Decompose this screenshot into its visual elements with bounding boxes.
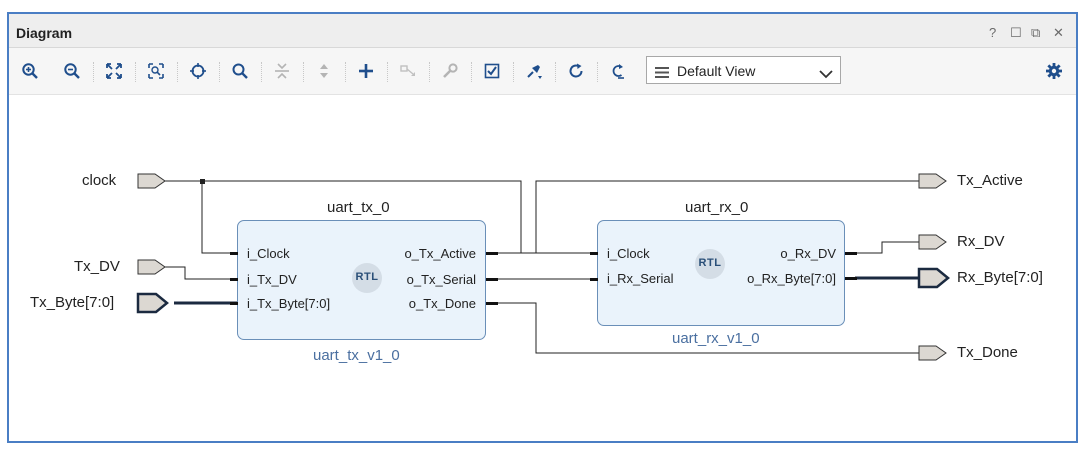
- zoom-fit-icon[interactable]: [103, 60, 125, 82]
- port-tx-active-shape: [918, 173, 947, 189]
- pin-stub: [845, 252, 857, 255]
- pin-label[interactable]: i_Tx_Byte[7:0]: [247, 296, 331, 311]
- view-select[interactable]: Default View: [646, 56, 841, 84]
- port-clock-shape: [137, 173, 166, 189]
- port-tx-done[interactable]: Tx_Done: [957, 344, 1018, 361]
- expand-icon[interactable]: [313, 60, 335, 82]
- add-icon[interactable]: [355, 60, 377, 82]
- port-tx-dv-shape: [137, 259, 166, 275]
- block-instance-name: uart_tx_0: [327, 199, 390, 216]
- pin-label[interactable]: o_Rx_DV: [780, 246, 836, 261]
- wire-junction: [200, 179, 205, 184]
- zoom-out-icon[interactable]: [61, 60, 83, 82]
- pin-stub: [230, 252, 238, 255]
- pin-stub: [230, 302, 238, 305]
- pin-label[interactable]: o_Tx_Active: [404, 246, 476, 261]
- float-icon[interactable]: ⧉: [1031, 25, 1041, 40]
- pin-label[interactable]: i_Rx_Serial: [607, 271, 674, 286]
- wires: [136, 173, 950, 361]
- block-uart-tx[interactable]: i_Clock i_Tx_DV i_Tx_Byte[7:0] o_Tx_Acti…: [230, 220, 498, 340]
- pin-stub: [486, 302, 498, 305]
- wire-clock: [165, 180, 597, 254]
- pin-stub: [590, 252, 598, 255]
- close-icon[interactable]: ✕: [1053, 25, 1064, 40]
- pin-stub: [486, 252, 498, 255]
- port-tx-byte[interactable]: Tx_Byte[7:0]: [30, 294, 115, 311]
- pin-label[interactable]: o_Tx_Done: [408, 296, 476, 311]
- settings-icon[interactable]: [1043, 60, 1065, 82]
- port-rx-byte[interactable]: Rx_Byte[7:0]: [957, 269, 1043, 286]
- port-rx-dv[interactable]: Rx_DV: [957, 233, 1005, 250]
- pin-stub: [230, 278, 238, 281]
- pin-stub: [590, 278, 598, 281]
- wire-clock-tx: [201, 181, 239, 254]
- diagram-canvas: clock Tx_DV Tx_Byte[7:0] Tx_Active Rx_DV…: [9, 95, 1076, 441]
- validate-icon[interactable]: [481, 60, 503, 82]
- port-tx-dv[interactable]: Tx_DV: [74, 258, 120, 275]
- block-module-name: uart_rx_v1_0: [672, 330, 760, 347]
- toolbar: Default View: [9, 48, 1076, 95]
- pin-label[interactable]: i_Clock: [607, 246, 650, 261]
- port-tx-active[interactable]: Tx_Active: [957, 172, 1023, 189]
- zoom-in-icon[interactable]: [19, 60, 41, 82]
- pin-icon[interactable]: [523, 60, 545, 82]
- list-icon: [655, 65, 669, 83]
- block-uart-rx[interactable]: i_Clock i_Rx_Serial o_Rx_DV o_Rx_Byte[7:…: [590, 220, 857, 326]
- block-module-name: uart_tx_v1_0: [313, 347, 400, 364]
- chevron-down-icon: [819, 66, 833, 84]
- properties-icon[interactable]: [439, 60, 461, 82]
- refresh-icon[interactable]: [565, 60, 587, 82]
- wire-tx-done: [497, 302, 919, 354]
- port-rx-byte-shape: [917, 267, 950, 289]
- pin-label[interactable]: i_Tx_DV: [247, 272, 297, 287]
- wire-rx-dv: [855, 241, 919, 254]
- rtl-badge-icon: RTL: [695, 249, 725, 279]
- center-icon[interactable]: [187, 60, 209, 82]
- window-title: Diagram: [16, 25, 73, 41]
- port-clock[interactable]: clock: [82, 172, 117, 189]
- maximize-icon[interactable]: ☐: [1010, 25, 1022, 40]
- pin-label[interactable]: o_Rx_Byte[7:0]: [747, 271, 836, 286]
- pin-label[interactable]: o_Tx_Serial: [406, 272, 476, 287]
- wire-tx-active: [497, 180, 919, 254]
- regenerate-icon[interactable]: [607, 60, 629, 82]
- search-icon[interactable]: [229, 60, 251, 82]
- title-bar: Diagram ? ☐ ⧉ ✕: [9, 14, 1076, 48]
- view-select-value: Default View: [677, 63, 756, 79]
- collapse-icon[interactable]: [271, 60, 293, 82]
- port-tx-byte-shape: [136, 292, 169, 314]
- wire-tx-dv: [165, 266, 239, 280]
- help-icon[interactable]: ?: [989, 25, 997, 40]
- pin-label[interactable]: i_Clock: [247, 246, 290, 261]
- port-rx-dv-shape: [918, 234, 947, 250]
- route-icon[interactable]: [397, 60, 419, 82]
- port-tx-done-shape: [918, 345, 947, 361]
- pin-stub: [845, 277, 857, 280]
- pin-stub: [486, 278, 498, 281]
- rtl-badge-icon: RTL: [352, 263, 382, 293]
- block-instance-name: uart_rx_0: [685, 199, 749, 216]
- zoom-area-icon[interactable]: [145, 60, 167, 82]
- diagram-window: Diagram ? ☐ ⧉ ✕: [7, 12, 1078, 443]
